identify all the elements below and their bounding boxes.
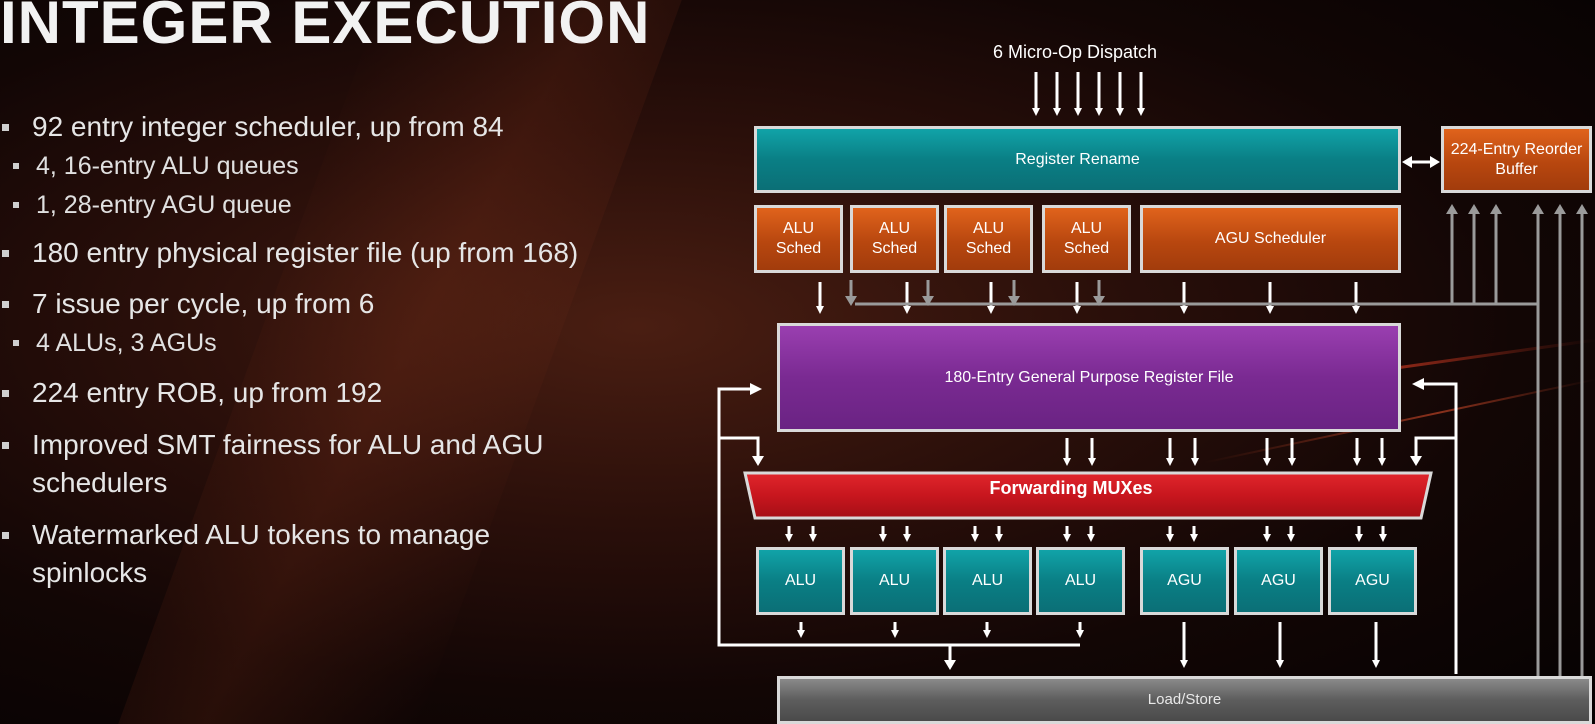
bullet-marker bbox=[13, 202, 19, 208]
alu-sched-block: ALU Sched bbox=[754, 205, 843, 273]
register-file-block: 180-Entry General Purpose Register File bbox=[777, 323, 1401, 432]
bullet-group: 92 entry integer scheduler, up from 84 4… bbox=[0, 108, 640, 222]
bullet-marker bbox=[2, 124, 9, 131]
reorder-buffer-label: 224-Entry Reorder Buffer bbox=[1450, 140, 1583, 178]
alu-sched-label: ALU Sched bbox=[775, 220, 822, 257]
retire-bus-heads bbox=[845, 204, 1588, 306]
bullet-item: 7 issue per cycle, up from 6 bbox=[0, 285, 640, 323]
agu-unit: AGU bbox=[1328, 547, 1417, 615]
alu-unit-label: ALU bbox=[878, 572, 911, 589]
alu-output-arrows bbox=[797, 622, 1084, 638]
bullet-marker bbox=[13, 340, 19, 346]
sub-bullet-text: 4 ALUs, 3 AGUs bbox=[36, 329, 217, 357]
bullet-list: 92 entry integer scheduler, up from 84 4… bbox=[0, 108, 640, 592]
bullet-group: Watermarked ALU tokens to manage spinloc… bbox=[0, 516, 640, 592]
bullet-marker bbox=[2, 442, 9, 449]
sched-to-regfile-arrows bbox=[816, 282, 1360, 314]
alu-sched-label: ALU Sched bbox=[871, 220, 918, 257]
alu-sched-block: ALU Sched bbox=[944, 205, 1033, 273]
bullet-text: 224 entry ROB, up from 192 bbox=[32, 377, 383, 408]
loadstore-return-heads bbox=[1410, 378, 1424, 466]
register-rename-label: Register Rename bbox=[1015, 150, 1140, 168]
mux-to-unit-arrows bbox=[785, 526, 1387, 542]
alu-bypass-loop bbox=[717, 387, 1080, 662]
dispatch-arrows bbox=[1032, 72, 1145, 116]
retire-bus bbox=[849, 212, 1584, 676]
agu-to-loadstore-arrows bbox=[1180, 622, 1380, 668]
bullet-text: 7 issue per cycle, up from 6 bbox=[32, 288, 375, 319]
sub-bullet-text: 1, 28-entry AGU queue bbox=[36, 191, 292, 219]
bullet-text: 92 entry integer scheduler, up from 84 bbox=[32, 111, 504, 142]
page-title: INTEGER EXECUTION bbox=[0, 0, 651, 56]
alu-unit: ALU bbox=[943, 547, 1032, 615]
agu-scheduler-block: AGU Scheduler bbox=[1140, 205, 1401, 273]
bullet-marker bbox=[2, 390, 9, 397]
load-store-label: Load/Store bbox=[1147, 691, 1222, 708]
alu-sched-block: ALU Sched bbox=[850, 205, 939, 273]
load-store-block: Load/Store bbox=[777, 676, 1592, 724]
bullet-group: Improved SMT fairness for ALU and AGU sc… bbox=[0, 426, 640, 502]
alu-unit-label: ALU bbox=[1064, 572, 1097, 589]
register-file-label: 180-Entry General Purpose Register File bbox=[944, 368, 1234, 386]
rename-rob-arrow bbox=[1402, 156, 1440, 168]
alu-sched-label: ALU Sched bbox=[1063, 220, 1110, 257]
bullet-text: 180 entry physical register file (up fro… bbox=[32, 237, 579, 268]
forwarding-mux-label: Forwarding MUXes bbox=[989, 477, 1153, 498]
agu-unit: AGU bbox=[1140, 547, 1229, 615]
alu-unit-label: ALU bbox=[784, 572, 817, 589]
alu-bypass-heads bbox=[750, 383, 956, 670]
agu-unit-label: AGU bbox=[1261, 572, 1296, 589]
bullet-text: Improved SMT fairness for ALU and AGU sc… bbox=[32, 429, 544, 498]
loadstore-return-loop bbox=[1414, 382, 1458, 674]
bullet-group: 7 issue per cycle, up from 6 4 ALUs, 3 A… bbox=[0, 285, 640, 360]
dispatch-label: 6 Micro-Op Dispatch bbox=[992, 42, 1158, 62]
alu-unit-label: ALU bbox=[971, 572, 1004, 589]
sub-bullet-text: 4, 16-entry ALU queues bbox=[36, 152, 299, 180]
sub-bullet-item: 1, 28-entry AGU queue bbox=[0, 188, 640, 222]
alu-sched-block: ALU Sched bbox=[1042, 205, 1131, 273]
bullet-group: 224 entry ROB, up from 192 bbox=[0, 374, 640, 412]
bullet-item: 92 entry integer scheduler, up from 84 bbox=[0, 108, 640, 146]
agu-unit-label: AGU bbox=[1167, 572, 1202, 589]
forwarding-mux-shape bbox=[743, 471, 1433, 520]
bullet-text: Watermarked ALU tokens to manage spinloc… bbox=[32, 519, 491, 588]
alu-unit: ALU bbox=[850, 547, 939, 615]
bullet-group: 180 entry physical register file (up fro… bbox=[0, 234, 640, 272]
bullet-item: 224 entry ROB, up from 192 bbox=[0, 374, 640, 412]
agu-unit: AGU bbox=[1234, 547, 1323, 615]
bullet-item: Watermarked ALU tokens to manage spinloc… bbox=[0, 516, 592, 592]
sub-bullet-item: 4 ALUs, 3 AGUs bbox=[0, 326, 640, 360]
register-rename-block: Register Rename bbox=[754, 126, 1401, 193]
agu-scheduler-label: AGU Scheduler bbox=[1214, 230, 1327, 247]
bullet-marker bbox=[2, 301, 9, 308]
bullet-marker bbox=[2, 250, 9, 257]
reorder-buffer-block: 224-Entry Reorder Buffer bbox=[1441, 126, 1592, 193]
alu-unit: ALU bbox=[756, 547, 845, 615]
bullet-marker bbox=[2, 532, 9, 539]
alu-sched-label: ALU Sched bbox=[965, 220, 1012, 257]
agu-unit-label: AGU bbox=[1355, 572, 1390, 589]
alu-unit: ALU bbox=[1036, 547, 1125, 615]
bullet-item: Improved SMT fairness for ALU and AGU sc… bbox=[0, 426, 612, 502]
regfile-to-mux-arrows bbox=[1063, 438, 1386, 466]
sub-bullet-item: 4, 16-entry ALU queues bbox=[0, 149, 640, 183]
bullet-item: 180 entry physical register file (up fro… bbox=[0, 234, 640, 272]
bullet-marker bbox=[13, 163, 19, 169]
